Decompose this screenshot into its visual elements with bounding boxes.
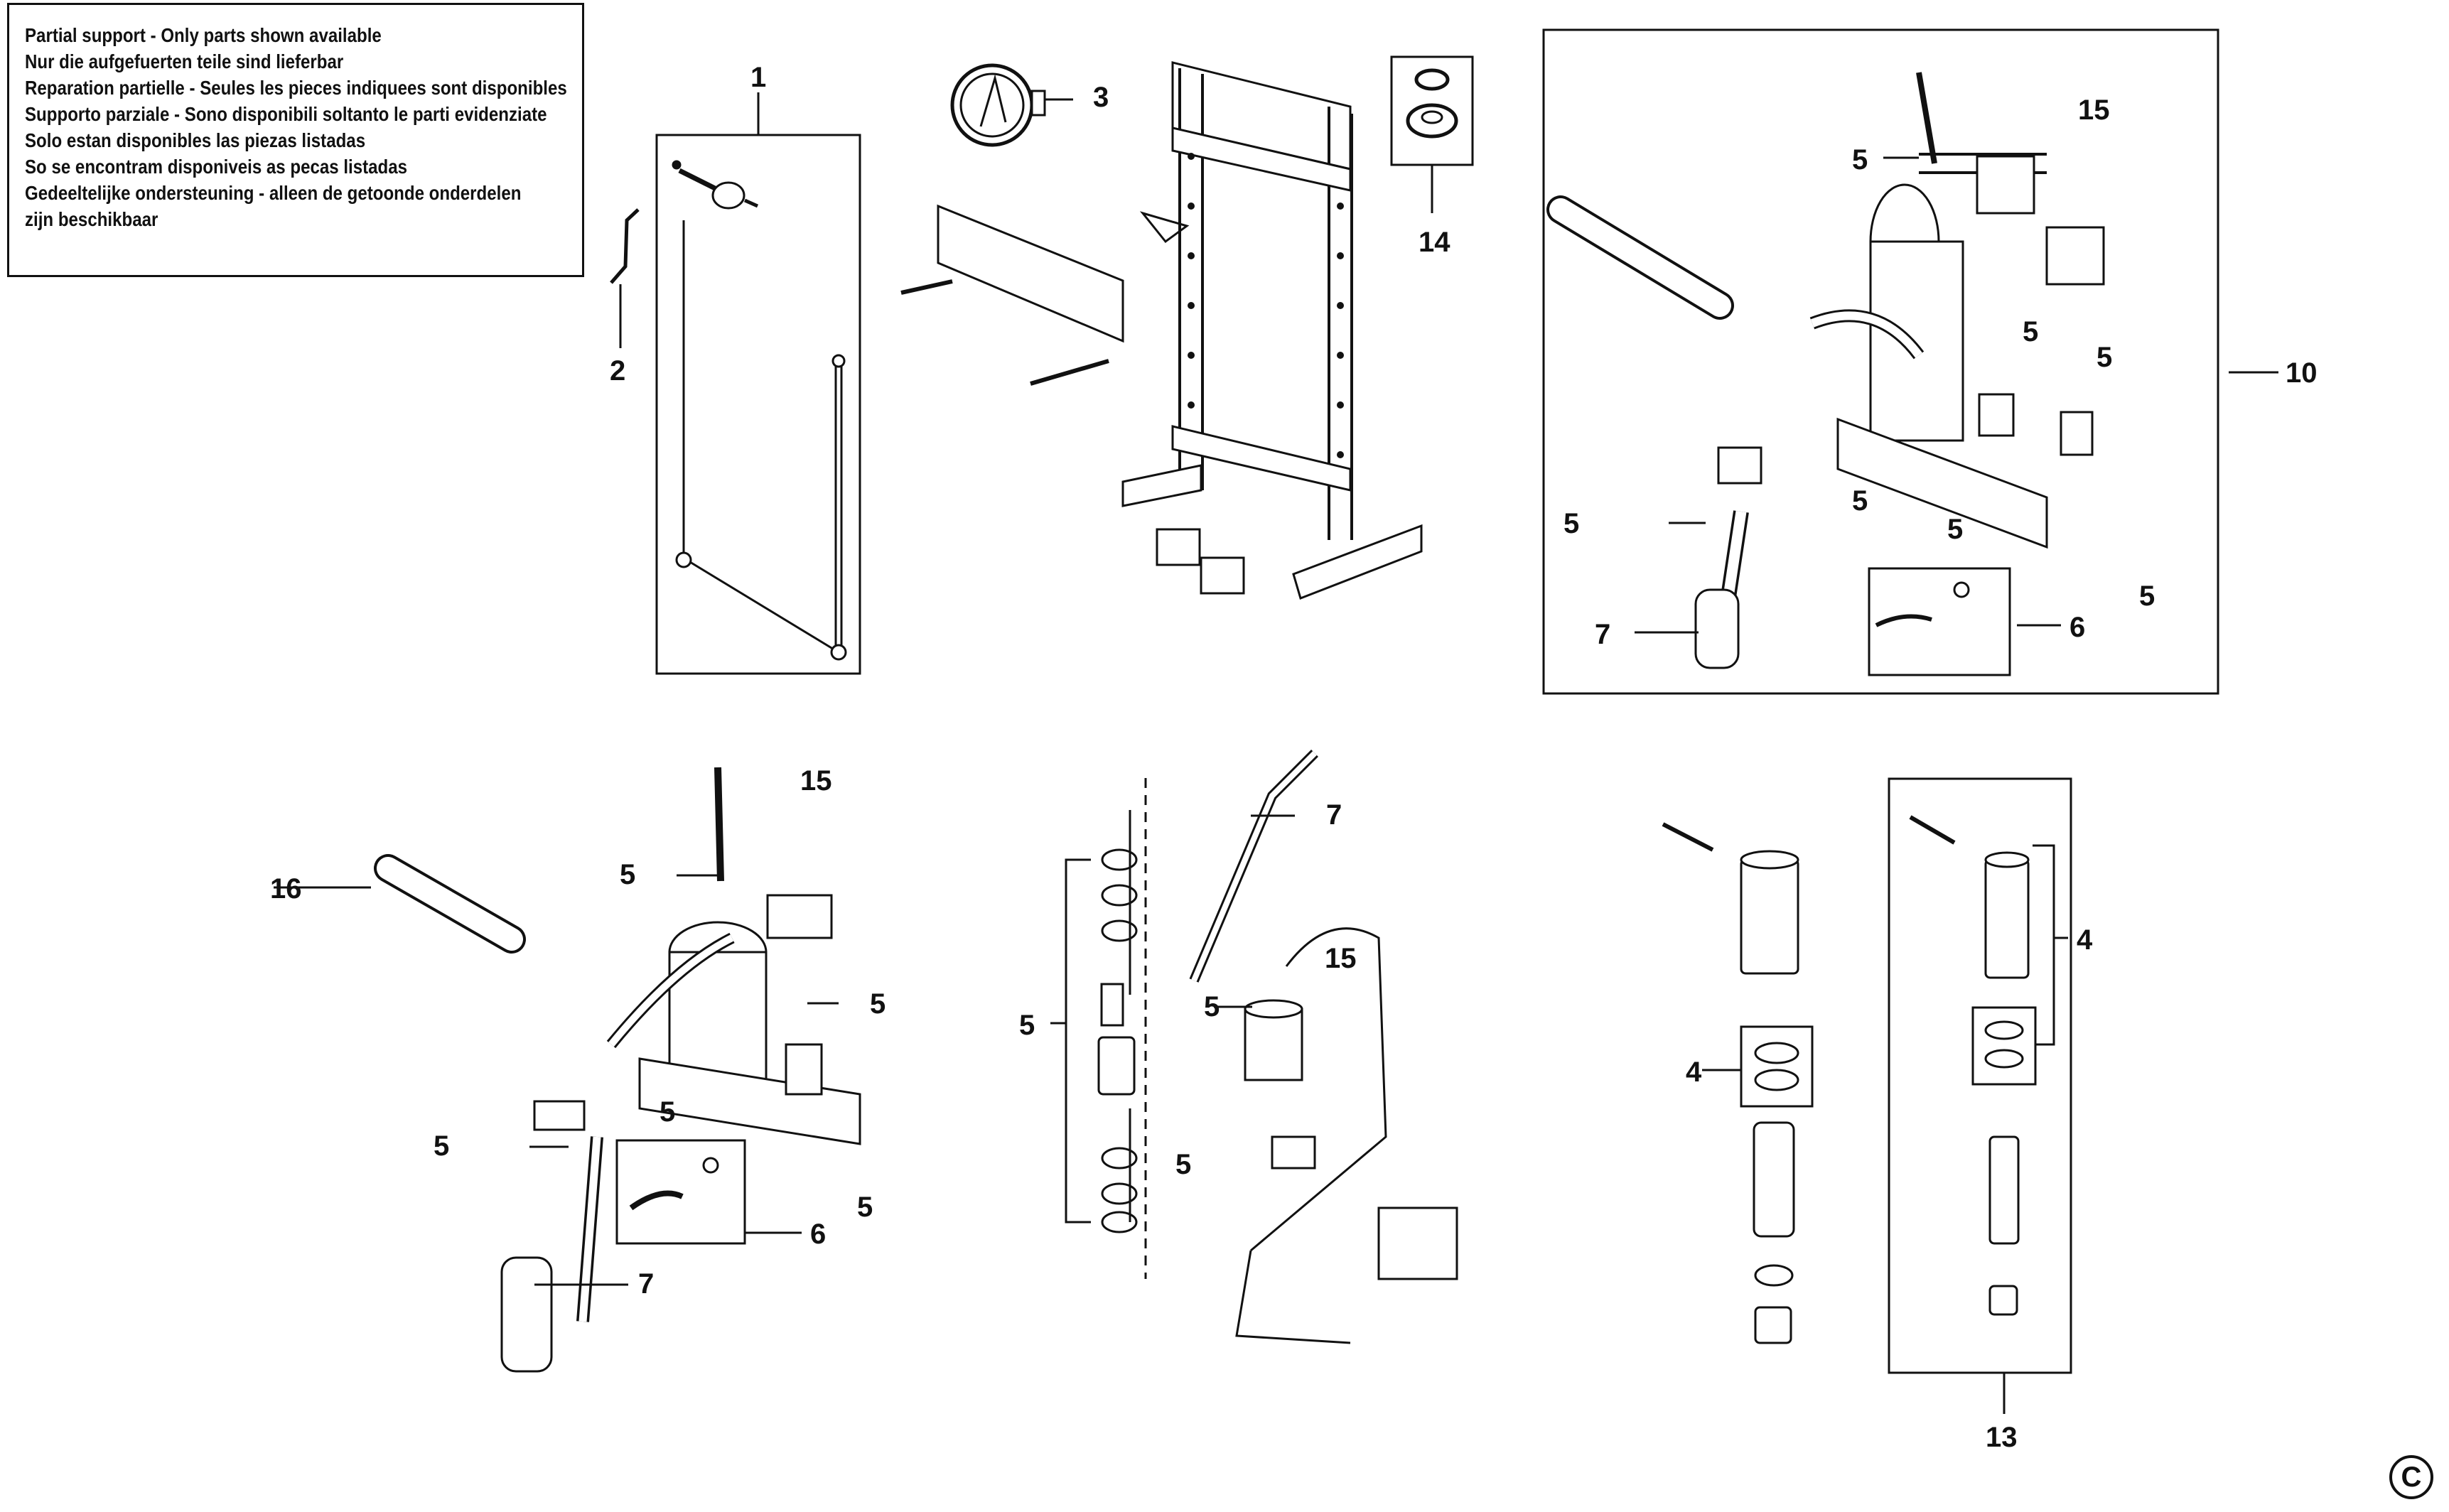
callout-15: 15: [1325, 943, 1357, 974]
callout-5: 5: [1947, 514, 1963, 545]
callout-5: 5: [620, 859, 635, 890]
callout-5: 5: [1204, 991, 1220, 1022]
part-1-rod-set: [655, 92, 861, 675]
callout-15: 15: [2078, 94, 2110, 126]
part-10-pump-assembly: [1542, 28, 2278, 695]
callout-10: 10: [2286, 357, 2318, 389]
callout-labels: 1 2 3 14 10 15 5 5 5 5 5 5 5 6 7 15 16 5…: [270, 62, 2318, 1453]
callout-5: 5: [857, 1192, 873, 1223]
notice-line: Reparation partielle - Seules les pieces…: [25, 77, 567, 99]
callout-5: 5: [2097, 342, 2112, 373]
notice-line: Solo estan disponibles las piezas listad…: [25, 129, 366, 151]
callout-5: 5: [2139, 580, 2155, 612]
callout-15: 15: [800, 765, 832, 796]
callout-5: 5: [1852, 144, 1868, 176]
notice-line: Nur die aufgefuerten teile sind lieferba…: [25, 50, 344, 72]
callout-6: 6: [2069, 612, 2085, 643]
callout-5: 5: [434, 1130, 449, 1162]
callout-7: 7: [638, 1268, 654, 1300]
part-3-pressure-gauge: [950, 63, 1073, 147]
callout-5: 5: [870, 988, 886, 1020]
callout-14: 14: [1419, 227, 1450, 258]
notice-line: Supporto parziale - Sono disponibili sol…: [25, 103, 547, 125]
callout-5: 5: [1175, 1149, 1191, 1180]
lower-left-pump-assembly: [274, 767, 861, 1373]
callout-6: 6: [810, 1219, 826, 1250]
callout-leaders: [529, 156, 2061, 1286]
copyright-symbol: C: [2389, 1455, 2433, 1499]
ram-cylinder-parts: [1662, 777, 2072, 1414]
callout-5: 5: [2023, 316, 2038, 347]
press-frame: [900, 61, 1423, 600]
callout-7: 7: [1595, 619, 1610, 650]
part-2-pin: [610, 208, 640, 348]
notice-line: Partial support - Only parts shown avail…: [25, 24, 382, 46]
callout-3: 3: [1093, 82, 1109, 113]
callout-1: 1: [750, 62, 766, 93]
bracket-5-stack: [1050, 858, 1091, 1224]
callout-7: 7: [1326, 799, 1342, 831]
callout-5: 5: [1852, 485, 1868, 517]
part-14-washer-box: [1390, 55, 1474, 213]
notice-line: So se encontram disponiveis as pecas lis…: [25, 156, 408, 178]
callout-4: 4: [2077, 924, 2093, 956]
partial-support-notice: Partial support - Only parts shown avail…: [7, 3, 584, 277]
notice-line: zijn beschikbaar: [25, 208, 158, 230]
notice-line: Gedeeltelijke ondersteuning - alleen de …: [25, 182, 522, 204]
callout-2: 2: [610, 355, 625, 387]
callout-16: 16: [270, 873, 302, 904]
callout-5: 5: [1019, 1010, 1035, 1041]
callout-13: 13: [1986, 1422, 2018, 1453]
callout-4: 4: [1686, 1057, 1702, 1088]
callout-5: 5: [1563, 508, 1579, 539]
center-electric-pump-assembly: [1097, 750, 1458, 1344]
callout-5: 5: [660, 1096, 675, 1128]
